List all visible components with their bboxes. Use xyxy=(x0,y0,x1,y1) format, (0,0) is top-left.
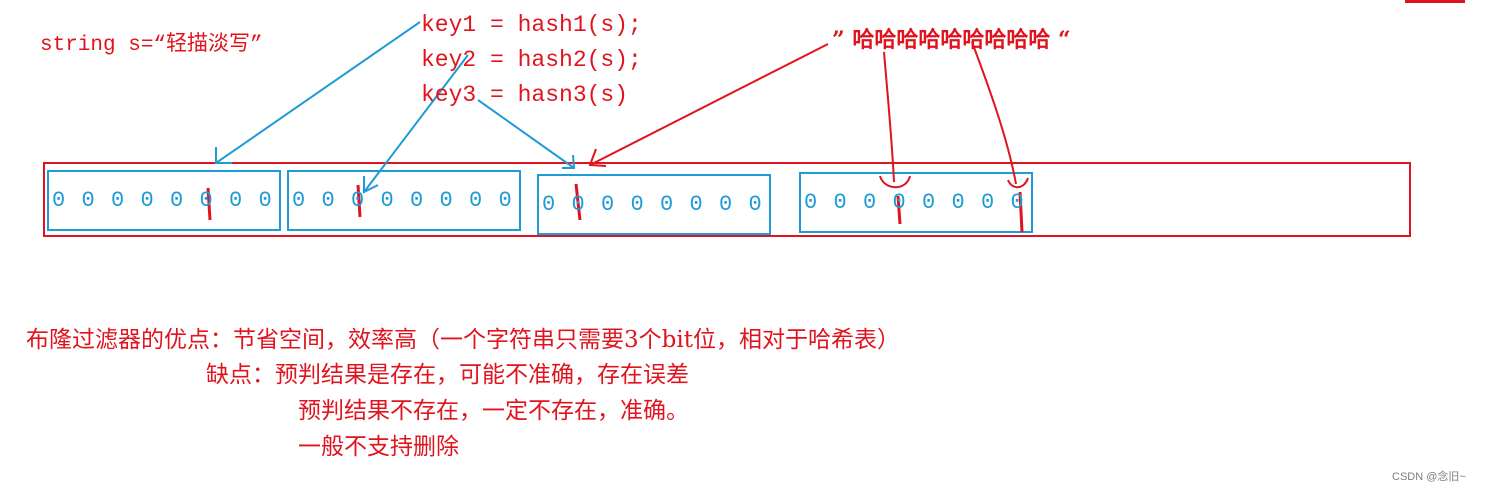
hash-line-3: key3 = hasn3(s) xyxy=(421,82,629,108)
bit-cell: 0 xyxy=(571,192,585,217)
note-disadvantage-1: 缺点：预判结果是存在，可能不准确，存在误差 xyxy=(206,362,689,388)
arrow-haha-main-head xyxy=(588,148,607,167)
arrow-haha-to-bit-b xyxy=(971,41,1017,185)
bit-cell: 0 xyxy=(229,188,243,213)
bit-group-3-box xyxy=(537,174,771,235)
note-disadvantage-3: 一般不支持删除 xyxy=(298,434,459,460)
arrow-haha-main xyxy=(589,43,829,166)
bit-cell: 0 xyxy=(833,190,847,215)
bit-cell: 0 xyxy=(258,188,272,213)
string-declaration: string s=“轻描淡写” xyxy=(40,34,263,57)
bit-cell: 0 xyxy=(689,192,703,217)
arrow-key1-head xyxy=(215,147,232,164)
bit-cell: 0 xyxy=(951,190,965,215)
bit-cell: 0 xyxy=(111,188,125,213)
bit-cell: 0 xyxy=(410,188,424,213)
bit-group-2-box xyxy=(287,170,521,231)
hook-b xyxy=(1007,177,1029,189)
arrow-key3 xyxy=(477,99,575,169)
arrow-key2 xyxy=(363,54,469,193)
bit-group-4-box xyxy=(799,172,1033,233)
bit-cell: 0 xyxy=(498,188,512,213)
bit-cell: 0 xyxy=(719,192,733,217)
mark-g2 xyxy=(356,184,362,218)
bit-cell: 0 xyxy=(542,192,556,217)
bit-cell: 0 xyxy=(439,188,453,213)
bit-cell: 0 xyxy=(748,192,762,217)
bit-cell: 0 xyxy=(804,190,818,215)
arrow-key1 xyxy=(215,21,421,164)
arrow-key3-head xyxy=(562,154,576,169)
bit-cell: 0 xyxy=(630,192,644,217)
hash-line-2: key2 = hash2(s); xyxy=(421,47,642,73)
bit-cell: 0 xyxy=(170,188,184,213)
bit-cell: 0 xyxy=(1010,190,1024,215)
bit-cell: 0 xyxy=(660,192,674,217)
bit-cell: 0 xyxy=(892,190,906,215)
bit-cell: 0 xyxy=(601,192,615,217)
bit-group-1-box xyxy=(47,170,281,231)
mark-g4a xyxy=(896,195,902,225)
note-advantages: 布隆过滤器的优点：节省空间，效率高（一个字符串只需要3个bit位，相对于哈希表） xyxy=(26,327,900,353)
bit-cell: 0 xyxy=(351,188,365,213)
bit-cell: 0 xyxy=(199,188,213,213)
bit-cell: 0 xyxy=(863,190,877,215)
mark-g4b xyxy=(1018,191,1024,233)
bit-cell: 0 xyxy=(81,188,95,213)
hash-arrows xyxy=(215,21,576,194)
hash-line-1: key1 = hash1(s); xyxy=(421,12,642,38)
bit-cell: 0 xyxy=(321,188,335,213)
bit-cell: 0 xyxy=(981,190,995,215)
bit-array-outer xyxy=(43,162,1411,237)
mark-g1 xyxy=(206,187,212,221)
bit-cell: 0 xyxy=(922,190,936,215)
bit-cell: 0 xyxy=(52,188,66,213)
note-disadvantage-2: 预判结果不存在，一定不存在，准确。 xyxy=(298,398,689,424)
bit-cell: 0 xyxy=(469,188,483,213)
top-red-bar xyxy=(1405,0,1465,3)
watermark: CSDN @念旧~ xyxy=(1392,471,1466,483)
bit-cell: 0 xyxy=(380,188,394,213)
arrow-key2-head xyxy=(363,176,379,194)
haha-arrows xyxy=(588,41,1029,189)
haha-string: ” 哈哈哈哈哈哈哈哈哈 “ xyxy=(832,27,1071,53)
bit-cell: 0 xyxy=(292,188,306,213)
mark-g3 xyxy=(574,183,582,221)
bit-cell: 0 xyxy=(140,188,154,213)
hook-a xyxy=(879,175,911,189)
set-bit-marks xyxy=(206,183,1024,233)
arrow-haha-to-bit-a xyxy=(883,51,895,183)
